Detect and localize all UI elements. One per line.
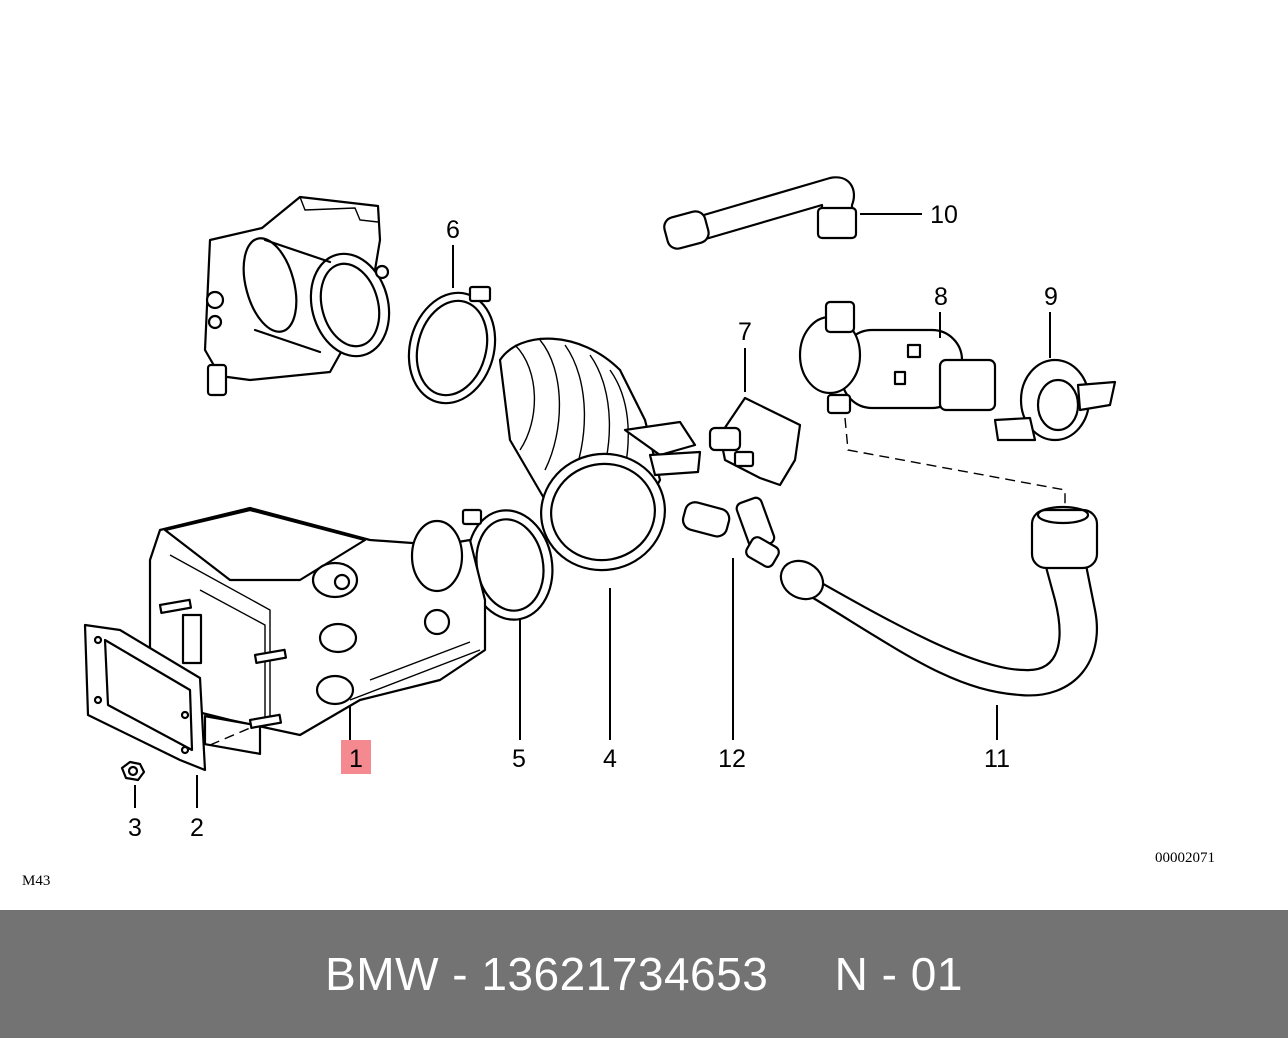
hose-10: [663, 176, 858, 250]
highlight-box: [341, 740, 371, 774]
callout-7: 7: [738, 318, 752, 346]
throttle-body-drawing: [203, 195, 391, 397]
part-number-caption: BMW - 13621734653 N - 01: [325, 948, 963, 1000]
drawing-number: 00002071: [1155, 850, 1215, 866]
callout-10: 10: [930, 201, 958, 229]
callout-2: 2: [190, 814, 204, 842]
callout-9: 9: [1044, 283, 1058, 311]
footer-bar: BMW - 13621734653 N - 01: [0, 910, 1288, 1038]
callout-1: 1: [349, 745, 363, 773]
callout-5: 5: [512, 745, 526, 773]
callout-8: 8: [934, 283, 948, 311]
hose-clamp-6: [407, 285, 497, 405]
hose-11: [779, 505, 1099, 697]
connector-7: [708, 396, 802, 487]
hex-nut-3: [120, 760, 146, 782]
bracket-9: [993, 358, 1117, 442]
fitting-12: [681, 496, 780, 568]
callout-12: 12: [718, 745, 746, 773]
callout-6: 6: [446, 216, 460, 244]
callout-4: 4: [603, 745, 617, 773]
callout-11: 11: [984, 745, 1010, 773]
intake-boot-4: [498, 337, 702, 572]
parts-diagram: 1 2 3 4 5 6 7 8 9 10 11 12 M43 00002071: [22, 176, 1215, 889]
callout-3: 3: [128, 814, 142, 842]
idle-control-valve-8: [798, 300, 997, 415]
gasket-2: [83, 623, 207, 772]
group-code: M43: [22, 873, 50, 889]
air-flow-meter-1: [148, 506, 487, 755]
